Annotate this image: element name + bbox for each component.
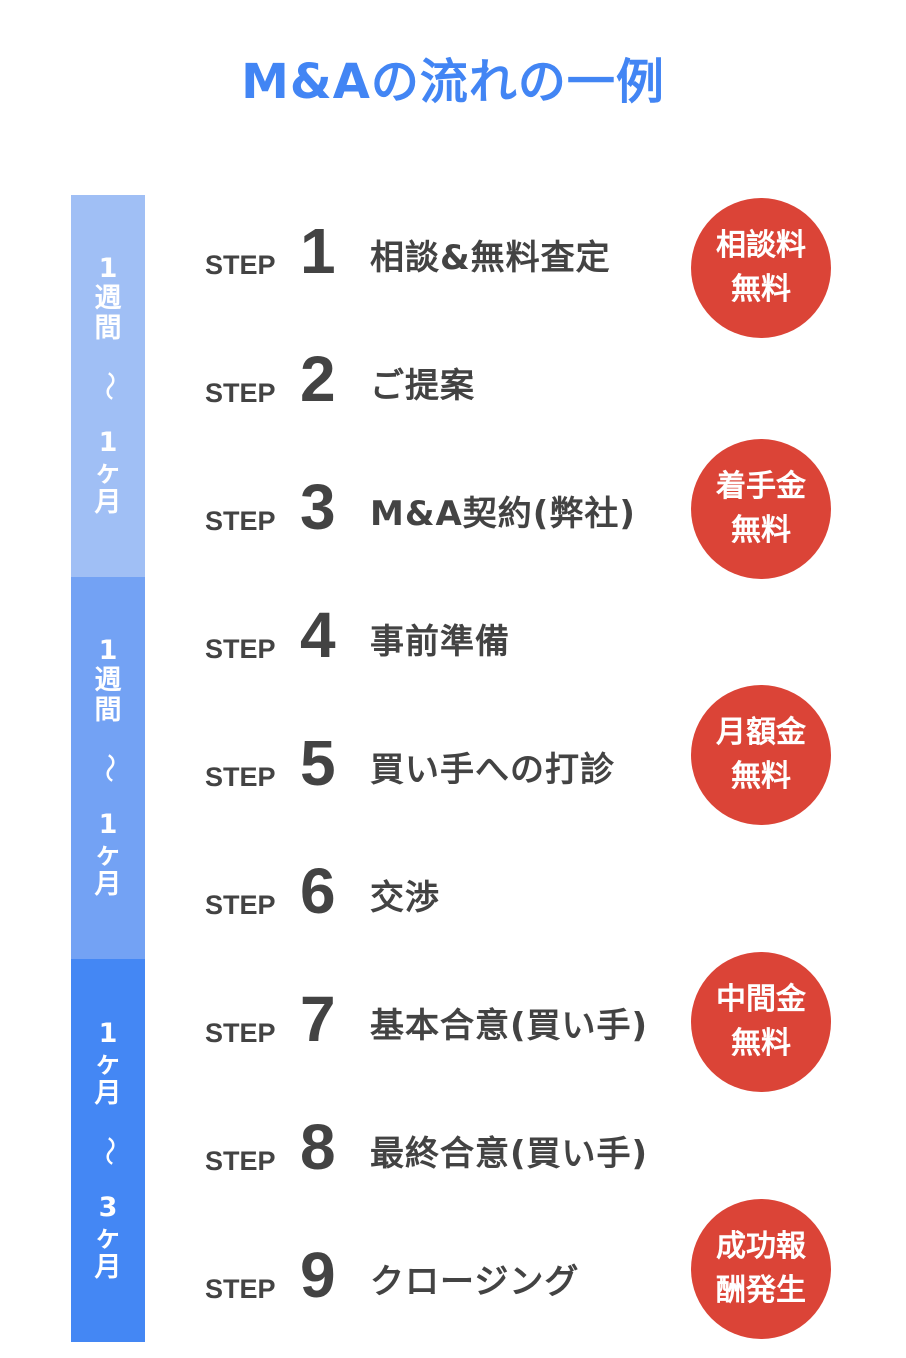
segment-from-2: 1 (98, 635, 118, 666)
timeline-segment-3: 1 ヶ 月 〜 3 ヶ 月 (71, 959, 145, 1342)
step-label: STEP (205, 250, 276, 280)
step-6: STEP 6 交渉 (205, 852, 440, 927)
step-number: 2 (300, 343, 336, 415)
step-label: STEP (205, 1274, 276, 1304)
step-label: STEP (205, 762, 276, 792)
step-text: 最終合意(買い手) (370, 1134, 649, 1174)
step-number: 5 (300, 727, 336, 799)
tilde: 〜 (91, 1135, 126, 1166)
tilde: 〜 (91, 753, 126, 783)
step-label: STEP (205, 1146, 276, 1176)
step-text: 買い手への打診 (370, 750, 615, 790)
segment-from-3: 1 (98, 1017, 118, 1049)
step-9: STEP 9 クロージング (205, 1236, 580, 1311)
step-text: 相談&無料査定 (370, 238, 611, 278)
step-7: STEP 7 基本合意(買い手) (205, 980, 649, 1055)
step-number: 7 (300, 983, 336, 1055)
step-2: STEP 2 ご提案 (205, 340, 475, 415)
step-number: 4 (300, 599, 336, 671)
step-1: STEP 1 相談&無料査定 (205, 212, 611, 287)
badge-retainer-free: 着手金 無料 (691, 439, 831, 579)
step-label: STEP (205, 506, 276, 536)
step-8: STEP 8 最終合意(買い手) (205, 1108, 649, 1183)
step-number: 6 (300, 855, 336, 927)
page-title: M&Aの流れの一例 (241, 54, 665, 110)
step-text: ご提案 (370, 366, 475, 406)
step-text: 基本合意(買い手) (370, 1006, 649, 1046)
badge-interim-free: 中間金 無料 (691, 952, 831, 1092)
badge-monthly-free: 月額金 無料 (691, 685, 831, 825)
badge-consultation-free: 相談料 無料 (691, 198, 831, 338)
step-number: 9 (300, 1239, 336, 1311)
tilde: 〜 (91, 371, 126, 401)
badge-success-fee: 成功報 酬発生 (691, 1199, 831, 1339)
step-text: 事前準備 (370, 622, 510, 662)
segment-from-1: 1 (98, 253, 118, 284)
segment-to-3: 3 (98, 1191, 118, 1223)
step-text: クロージング (370, 1262, 580, 1302)
step-number: 8 (300, 1111, 336, 1183)
step-number: 3 (300, 471, 336, 543)
segment-to-1: 1 (98, 427, 118, 458)
step-5: STEP 5 買い手への打診 (205, 724, 615, 799)
step-label: STEP (205, 378, 276, 408)
timeline-segment-2: 1 週 間 〜 1 ヶ 月 (71, 577, 145, 959)
step-label: STEP (205, 634, 276, 664)
step-text: 交渉 (370, 878, 440, 918)
step-label: STEP (205, 890, 276, 920)
step-3: STEP 3 M&A契約(弊社) (205, 468, 636, 543)
step-4: STEP 4 事前準備 (205, 596, 510, 671)
step-text: M&A契約(弊社) (370, 494, 636, 534)
timeline-segment-1: 1 週 間 〜 1 ヶ 月 (71, 195, 145, 577)
segment-to-2: 1 (98, 809, 118, 840)
step-number: 1 (300, 215, 336, 287)
step-label: STEP (205, 1018, 276, 1048)
